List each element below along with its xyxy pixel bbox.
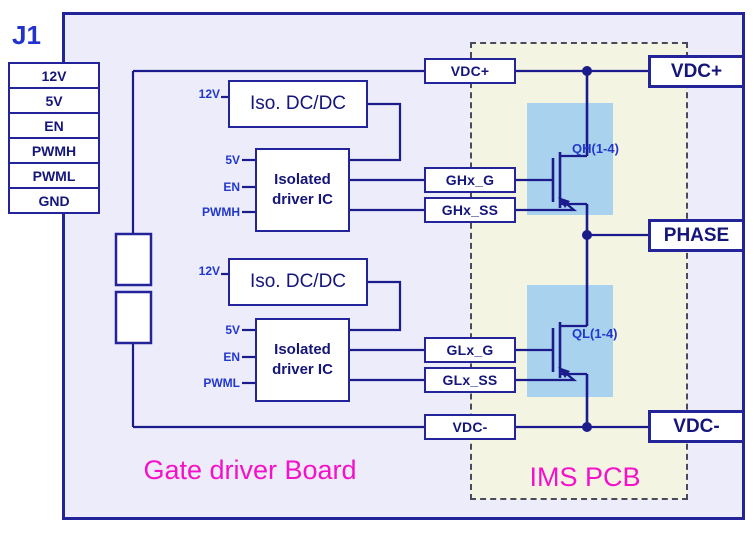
gate-signal-wires — [350, 178, 578, 382]
isolated-driver-top-block: Isolated driver IC — [255, 148, 350, 232]
driver-top-input-en: EN — [223, 180, 240, 194]
dcdc-input-stubs — [221, 95, 228, 276]
iso-dcdc-top-block: Iso. DC/DC — [228, 80, 368, 128]
qh-highlight-pane — [527, 103, 613, 215]
signal-box-vdc-plus: VDC+ — [424, 58, 516, 84]
connector-pin-5v: 5V — [8, 87, 100, 114]
ql-mosfet-symbol — [551, 322, 587, 378]
connector-pin-pwmh: PWMH — [8, 137, 100, 164]
qh-label: QH(1-4) — [572, 141, 619, 156]
qh-mosfet-symbol — [551, 152, 587, 208]
ql-label: QL(1-4) — [572, 326, 618, 341]
capacitor-symbol — [114, 232, 153, 345]
iso-dcdc-bottom-block: Iso. DC/DC — [228, 258, 368, 306]
driver-bottom-input-en: EN — [223, 350, 240, 364]
driver-top-input-5v: 5V — [225, 153, 240, 167]
terminal-phase: PHASE — [648, 219, 745, 252]
ims-pcb-caption: IMS PCB — [529, 462, 641, 492]
connector-pin-pwml: PWML — [8, 162, 100, 189]
terminal-vdc-minus: VDC- — [648, 410, 745, 443]
driver-bottom-input-pwml: PWML — [203, 376, 240, 390]
signal-box-ghx-ss: GHx_SS — [424, 197, 516, 223]
connector-title: J1 — [12, 20, 41, 50]
connector-pin-12v: 12V — [8, 62, 100, 89]
ql-highlight-pane — [527, 285, 613, 397]
signal-box-vdc-minus: VDC- — [424, 414, 516, 440]
signal-box-glx-ss: GLx_SS — [424, 367, 516, 393]
dcdc-bottom-input-label: 12V — [198, 264, 220, 278]
dcdc-top-input-label: 12V — [198, 87, 220, 101]
driver-top-input-pwmh: PWMH — [202, 205, 240, 219]
dcdc-output-wires — [350, 102, 402, 332]
half-bridge-bus — [585, 71, 648, 427]
junction-dots — [582, 66, 592, 432]
signal-box-glx-g: GLx_G — [424, 337, 516, 363]
isolated-driver-bottom-block: Isolated driver IC — [255, 318, 350, 402]
terminal-vdc-plus: VDC+ — [648, 55, 745, 88]
connector-pin-gnd: GND — [8, 187, 100, 214]
gate-driver-board-caption: Gate driver Board — [143, 455, 357, 485]
driver-input-stubs — [242, 158, 255, 385]
connector-pin-en: EN — [8, 112, 100, 139]
signal-box-ghx-g: GHx_G — [424, 167, 516, 193]
driver-bottom-input-5v: 5V — [225, 323, 240, 337]
